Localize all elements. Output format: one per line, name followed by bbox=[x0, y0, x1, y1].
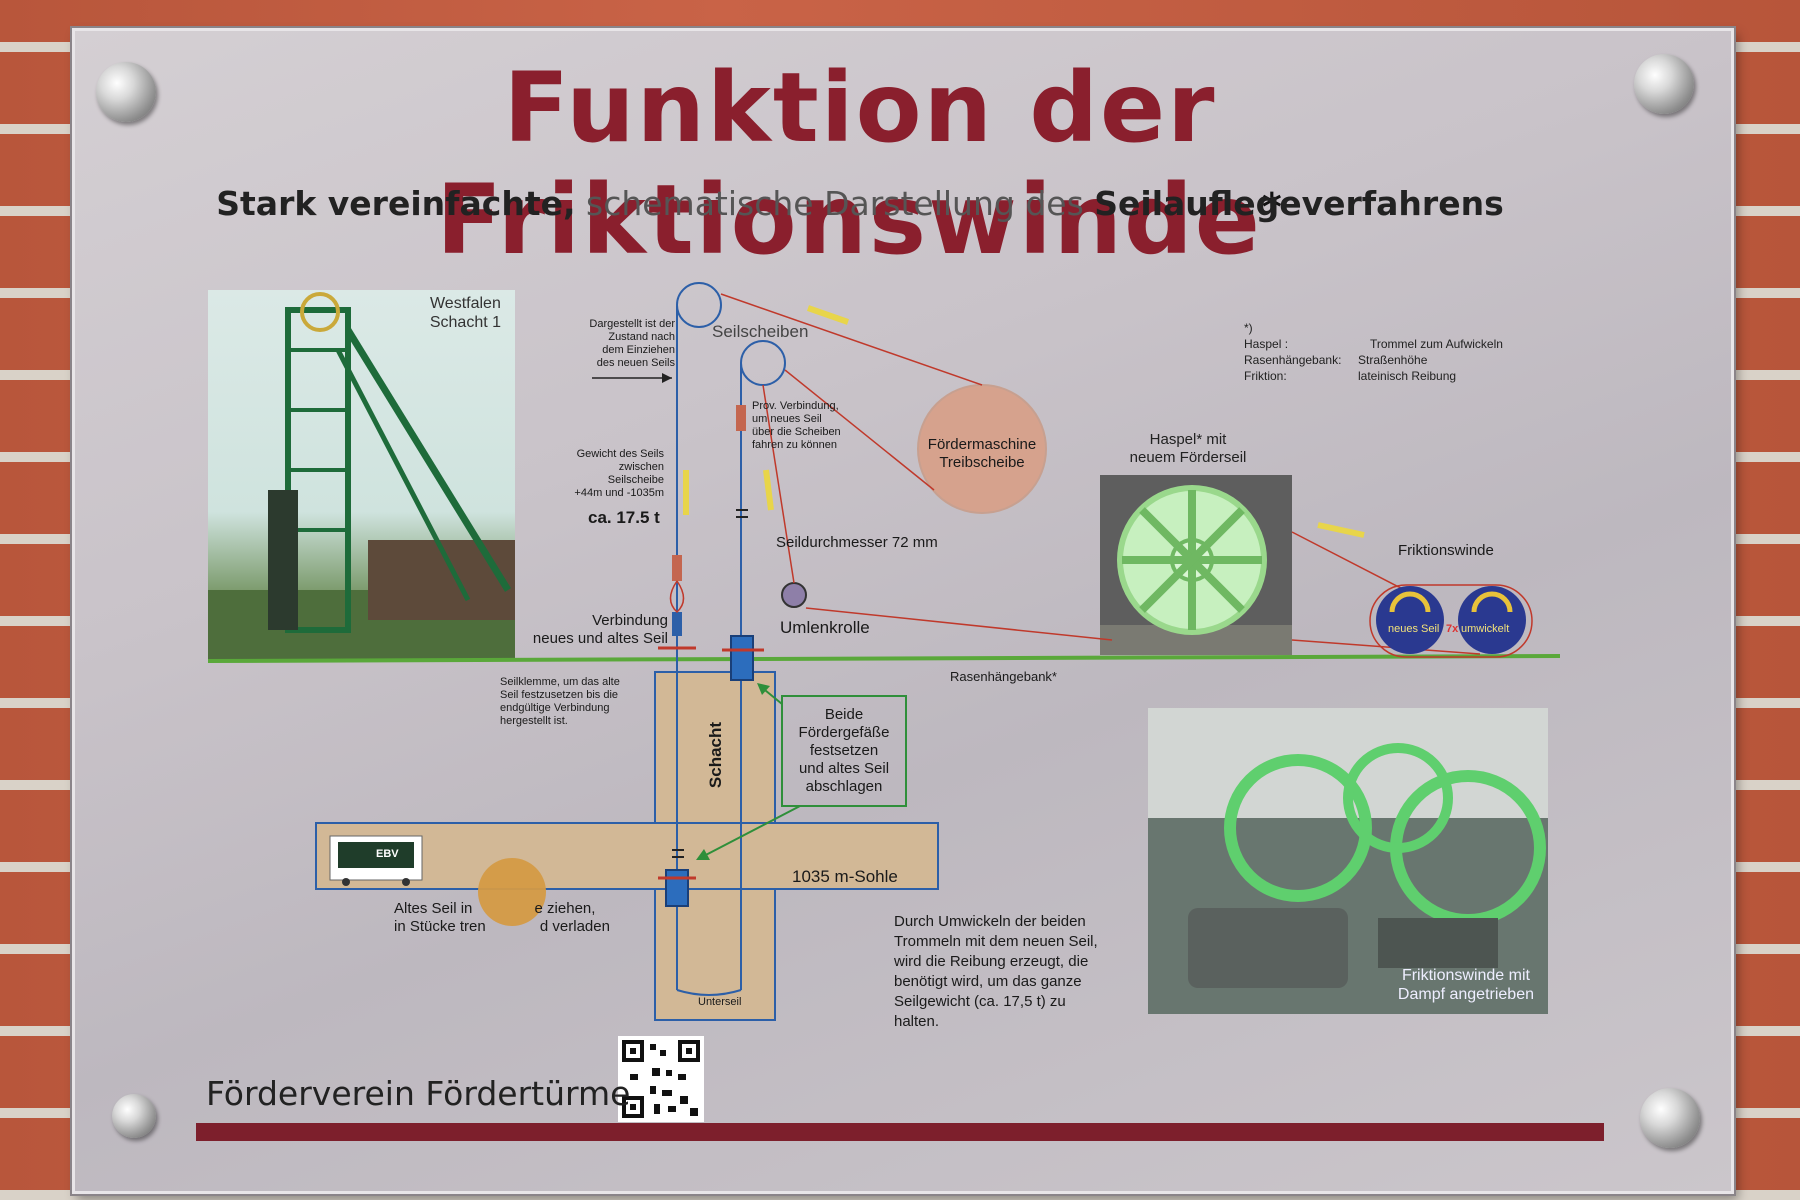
yellow-arrow-right bbox=[763, 469, 774, 511]
label-foerdermaschine: Fördermaschine Treibscheibe bbox=[927, 436, 1037, 471]
label-dargestellt: Dargestellt ist der Zustand nach dem Ein… bbox=[589, 318, 675, 369]
engine-photo-caption: Friktionswinde mit Dampf angetrieben bbox=[1397, 967, 1534, 1003]
page-title: Funktion der Friktionswinde* bbox=[436, 52, 1284, 276]
label-prov-verbindung: Prov. Verbindung, um neues Seil über die… bbox=[752, 400, 841, 451]
rope-to-umlenkrolle bbox=[762, 384, 795, 584]
footnotes: *) Haspel : Trommel zum Aufwickeln Rasen… bbox=[1244, 320, 1503, 384]
footnote-marker: *) bbox=[1244, 321, 1253, 335]
label-umwickeln: Durch Umwickeln der beiden Trommeln mit … bbox=[894, 913, 1098, 1030]
cage-upper bbox=[730, 635, 754, 681]
label-schacht: Schacht bbox=[706, 721, 725, 789]
label-altes-seil: Altes Seil in e ziehen, in Stücke tren d… bbox=[394, 900, 610, 935]
label-verbindung: Verbindung neues und altes Seil bbox=[532, 612, 668, 647]
rope-to-haspel bbox=[805, 607, 1113, 641]
ebv-plate bbox=[338, 842, 414, 868]
dirt-spot bbox=[478, 858, 546, 926]
green-arrow-down bbox=[699, 805, 801, 859]
wagon-wheel-left bbox=[342, 878, 350, 886]
bolt-bottom-left bbox=[112, 1094, 156, 1138]
ground-line bbox=[207, 654, 1561, 663]
label-gewicht: Gewicht des Seils zwischen Seilscheibe +… bbox=[574, 448, 664, 499]
engine-photo: Friktionswinde mit Dampf angetrieben bbox=[1148, 708, 1548, 1014]
haspel-photo bbox=[1100, 475, 1292, 655]
tower-illustration bbox=[208, 292, 515, 660]
sheave-lower bbox=[740, 340, 786, 386]
label-haspel: Haspel* mit neuem Förderseil bbox=[1129, 431, 1247, 466]
yellow-arrow-top bbox=[807, 305, 849, 325]
haspel-illustration bbox=[1100, 475, 1292, 655]
cage-lower bbox=[665, 869, 689, 907]
rope-knot bbox=[669, 580, 685, 614]
bolt-top-right bbox=[1634, 54, 1694, 114]
label-drum-mid: 7x bbox=[1446, 623, 1459, 635]
bolt-bottom-right bbox=[1640, 1088, 1700, 1148]
label-unterseil: Unterseil bbox=[698, 996, 742, 1008]
rope-to-treibscheibe-top bbox=[720, 293, 983, 386]
label-umlenkrolle: Umlenkrolle bbox=[780, 618, 870, 637]
page-subtitle: Stark vereinfachte, schematische Darstel… bbox=[216, 184, 1504, 223]
yellow-arrow-haspel bbox=[1317, 522, 1365, 538]
qr-code[interactable] bbox=[618, 1036, 704, 1122]
friktionswinde-loop bbox=[1369, 584, 1533, 658]
footer-bar bbox=[196, 1123, 1604, 1141]
green-arrow-up-head bbox=[757, 683, 770, 695]
tower-photo: Westfalen Schacht 1 bbox=[208, 290, 515, 660]
qr-code-icon bbox=[622, 1040, 700, 1118]
label-drum-left: neues Seil bbox=[1388, 623, 1440, 635]
label-friktionswinde: Friktionswinde bbox=[1398, 542, 1494, 559]
green-arrow-down-head bbox=[696, 849, 710, 860]
label-seilklemme: Seilklemme, um das alte Seil festzusetze… bbox=[500, 676, 620, 727]
beide-box bbox=[781, 695, 907, 807]
connector-lower bbox=[672, 612, 682, 636]
footnote-row-friktion: Friktion: lateinisch Reibung bbox=[1244, 369, 1457, 383]
bolt-top-left bbox=[96, 62, 156, 122]
rope-to-friktionswinde-lower bbox=[1291, 639, 1481, 655]
tower-photo-caption: Westfalen Schacht 1 bbox=[429, 295, 501, 331]
drum-right-arrow bbox=[1471, 591, 1513, 613]
footnote-row-rasenhaengebank: Rasenhängebank: Straßenhöhe bbox=[1244, 353, 1428, 367]
label-gewicht-value: ca. 17.5 t bbox=[588, 508, 660, 527]
engine-illustration bbox=[1148, 708, 1548, 1014]
drum-left-arrow bbox=[1389, 591, 1431, 613]
sheave-upper bbox=[676, 282, 722, 328]
footer-organization: Förderverein Fördertürme bbox=[206, 1074, 631, 1113]
arrow-dargestellt-head bbox=[662, 373, 672, 383]
label-beide: Beide Fördergefäße festsetzen und altes … bbox=[798, 706, 890, 795]
wagon-wheel-right bbox=[402, 878, 410, 886]
label-drum-right: umwickelt bbox=[1461, 623, 1510, 635]
label-ebv: EBV bbox=[376, 848, 399, 860]
label-seildurchmesser: Seildurchmesser 72 mm bbox=[776, 534, 938, 551]
label-seilscheiben: Seilscheiben bbox=[712, 322, 809, 341]
label-rasenhaengebank: Rasenhängebank* bbox=[950, 669, 1057, 684]
connector-prov bbox=[736, 405, 746, 431]
footnote-row-haspel: Haspel : Trommel zum Aufwickeln bbox=[1244, 337, 1503, 351]
rope-to-treibscheibe-bottom bbox=[784, 369, 935, 491]
rope-bottom-loop bbox=[676, 989, 742, 996]
label-sohle: 1035 m-Sohle bbox=[792, 867, 898, 886]
umlenkrolle bbox=[781, 582, 807, 608]
connector-upper bbox=[672, 555, 682, 581]
